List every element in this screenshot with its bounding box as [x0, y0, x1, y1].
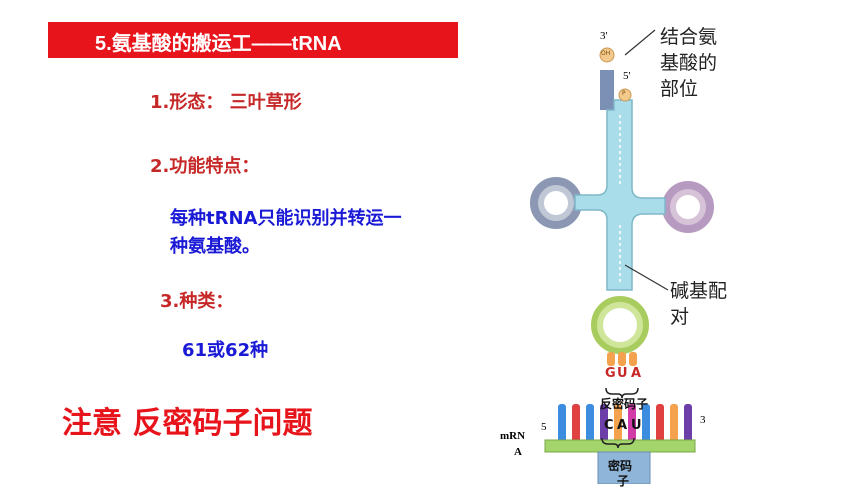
p-bubble	[618, 88, 632, 102]
anticodon-nub-u	[618, 352, 626, 366]
anticodon-nub-a	[629, 352, 637, 366]
anticodon-label: 反密码子	[600, 397, 649, 411]
mrna-label-2: A	[514, 446, 522, 458]
codon-brace	[601, 437, 635, 449]
anticodon-base-a: A	[631, 366, 642, 381]
mrna-5-label: 5	[541, 421, 547, 433]
anticodon-brace	[605, 387, 639, 399]
types-heading: 3.种类：	[160, 291, 234, 312]
types-value: 61或62种	[182, 340, 269, 361]
anticodon-nub-g	[607, 352, 615, 366]
note-heading: 注意 反密码子问题	[62, 406, 313, 441]
codon-base-c: C	[604, 418, 614, 433]
oh-label: OH	[601, 50, 611, 57]
t-loop	[662, 181, 714, 233]
codon-label-1: 密码	[608, 459, 633, 473]
anticodon-loop	[591, 296, 649, 354]
acceptor-stem-top	[600, 70, 614, 110]
function-line-1: 每种tRNA只能识别并转运一	[170, 208, 402, 229]
trna-stem	[574, 99, 666, 291]
d-loop	[530, 177, 582, 229]
codon-box	[597, 451, 651, 484]
callout-aa-line-3: 部位	[660, 78, 699, 100]
anticodon-base-g: G	[605, 366, 616, 381]
mrna-nucleotides	[558, 404, 692, 448]
title-bar	[48, 22, 458, 58]
mrna-label-1: mRN	[500, 430, 526, 442]
anticodon-base-u: U	[617, 366, 628, 381]
mrna-backbone	[544, 439, 696, 453]
callout-aa-line-2: 基酸的	[660, 52, 718, 74]
codon-base-a: A	[617, 418, 628, 433]
callout-bp-line-2: 对	[670, 306, 690, 328]
p-label: P	[622, 90, 626, 97]
end-3-label: 3'	[600, 30, 608, 42]
callout-line-aa	[624, 29, 656, 56]
callout-aa-line-1: 结合氨	[660, 26, 718, 48]
callout-bp-line-1: 碱基配	[670, 280, 728, 302]
oh-bubble	[599, 47, 615, 63]
end-5-label: 5'	[623, 70, 631, 82]
codon-base-u: U	[631, 418, 642, 433]
callout-base-pairing: 碱基配 对	[670, 278, 727, 330]
function-heading: 2.功能特点：	[150, 156, 260, 177]
slide-title: 5.氨基酸的搬运工——tRNA	[95, 33, 342, 55]
callout-line-bp	[624, 264, 669, 291]
function-line-2: 种氨基酸。	[170, 236, 260, 257]
mrna-3-label: 3	[700, 414, 706, 426]
morphology-text: 1.形态： 三叶草形	[150, 92, 302, 113]
callout-amino-acid-site: 结合氨 基酸的 部位	[660, 24, 717, 102]
codon-label-2: 子	[617, 474, 630, 488]
